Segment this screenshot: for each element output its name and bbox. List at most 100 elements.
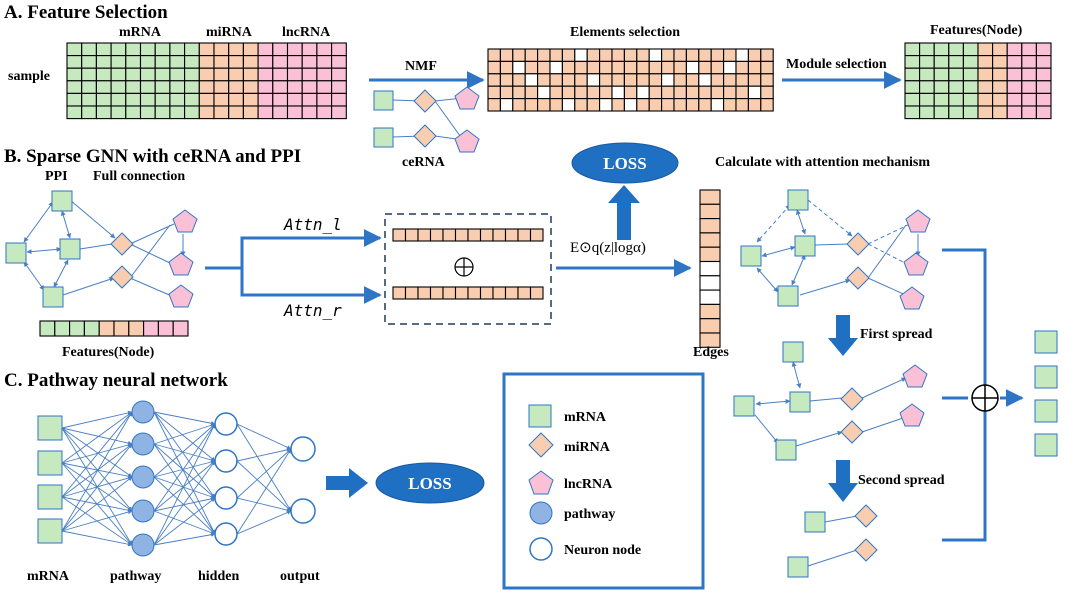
input-matrix-cell — [154, 55, 171, 69]
elements-matrix-cell — [648, 98, 663, 112]
features-matrix-cell — [904, 42, 921, 57]
feature-bar-cell — [157, 320, 174, 337]
lncrna-node-1 — [172, 209, 198, 233]
feature-bar-cell — [54, 320, 71, 337]
attn-lncrna-node-3 — [899, 286, 925, 310]
cerna-mrna-2 — [373, 127, 394, 148]
input-matrix-cell — [213, 92, 230, 107]
input-matrix-cell — [242, 92, 259, 107]
input-matrix-cell — [139, 105, 156, 120]
elements-matrix-cell — [710, 73, 725, 87]
network-link — [236, 423, 292, 450]
output-node — [290, 498, 316, 524]
elements-matrix-cell — [685, 85, 700, 100]
elements-matrix-cell — [698, 60, 712, 75]
input-matrix-cell — [198, 55, 215, 69]
input-matrix-cell — [331, 55, 347, 69]
elements-matrix-cell — [673, 85, 687, 100]
input-matrix-cell — [257, 42, 274, 57]
features-matrix-cell — [948, 42, 964, 57]
pathway-network — [37, 400, 316, 557]
input-matrix-cell — [125, 80, 142, 94]
elements-matrix-cell — [735, 98, 749, 112]
features-matrix-cell — [933, 42, 950, 57]
attn-r-cell — [529, 286, 544, 300]
feature-bar-cell — [39, 320, 56, 337]
cerna-mirna-2 — [413, 124, 437, 148]
network-link — [153, 423, 216, 478]
input-matrix-cell — [125, 55, 142, 69]
elements-matrix-cell — [574, 98, 588, 112]
attn-l-cell — [504, 228, 519, 242]
elements-matrix-cell — [599, 98, 613, 112]
attn-lncrna-node-1 — [905, 209, 931, 233]
input-matrix-cell — [228, 42, 244, 57]
sum-symbol — [971, 384, 999, 412]
elements-matrix-cell — [561, 85, 576, 100]
features-matrix-cell — [992, 42, 1008, 57]
mirna-node-2 — [110, 265, 134, 289]
col-hidden-label: hidden — [198, 569, 239, 584]
features-matrix-cell — [904, 55, 921, 69]
input-matrix-cell — [169, 55, 186, 69]
fs-mrna-node-4 — [775, 439, 797, 461]
features-matrix-cell — [1021, 105, 1037, 120]
elements-matrix-cell — [586, 85, 601, 100]
features-matrix-cell — [904, 92, 921, 107]
network-link — [153, 476, 216, 535]
features-matrix-cell — [1021, 67, 1037, 82]
elements-matrix-cell — [524, 85, 539, 100]
network-link — [153, 443, 216, 463]
input-matrix-cell — [242, 55, 259, 69]
attn-r-cell — [479, 286, 494, 300]
elements-matrix-cell — [673, 48, 687, 62]
elements-matrix-cell — [524, 73, 539, 87]
network-link — [61, 411, 133, 532]
output-node-4 — [1034, 433, 1058, 457]
features-matrix-cell — [1035, 42, 1052, 57]
network-link — [61, 427, 133, 446]
input-matrix-cell — [95, 67, 112, 82]
elements-matrix-cell — [685, 48, 700, 62]
attn-l-cell — [404, 228, 419, 242]
elements-matrix-cell — [586, 98, 601, 112]
elements-matrix-cell — [661, 48, 675, 62]
attention-graph — [740, 189, 931, 310]
elements-matrix-cell — [537, 85, 551, 100]
elements-matrix-cell — [673, 73, 687, 87]
elements-matrix-cell — [561, 48, 576, 62]
features-matrix-cell — [1006, 105, 1023, 120]
elements-matrix-cell — [710, 98, 725, 112]
elements-matrix-cell — [698, 98, 712, 112]
network-link — [153, 423, 216, 445]
features-node-top-label: Features(Node) — [930, 23, 1023, 38]
elements-matrix-cell — [661, 73, 675, 87]
elements-matrix-cell — [487, 85, 501, 100]
attn-r-cell — [442, 286, 457, 300]
input-graph — [5, 190, 198, 308]
features-matrix-cell — [904, 67, 921, 82]
input-matrix-cell — [198, 80, 215, 94]
elements-matrix-cell — [611, 48, 625, 62]
elements-matrix-cell — [661, 60, 675, 75]
input-matrix-cell — [154, 80, 171, 94]
fs-mrna-node-1 — [782, 341, 804, 363]
attn-l-cell — [442, 228, 457, 242]
input-matrix-cell — [286, 42, 303, 57]
fs-mirna-node-1 — [840, 387, 864, 411]
features-matrix-cell — [948, 105, 964, 120]
input-matrix-cell — [228, 67, 244, 82]
input-matrix-cell — [301, 80, 318, 94]
input-matrix-cell — [81, 80, 97, 94]
input-matrix-cell — [169, 42, 186, 57]
elements-matrix-cell — [673, 60, 687, 75]
elements-matrix-cell — [512, 85, 526, 100]
input-matrix-cell — [257, 80, 274, 94]
attn-l-label: Attn_l — [283, 215, 342, 234]
pathway-node — [131, 533, 155, 557]
features-matrix-cell — [962, 67, 979, 82]
input-matrix-cell — [272, 92, 289, 107]
input-matrix-cell — [125, 92, 142, 107]
elements-matrix-cell — [524, 48, 539, 62]
pathway-node — [131, 499, 155, 523]
